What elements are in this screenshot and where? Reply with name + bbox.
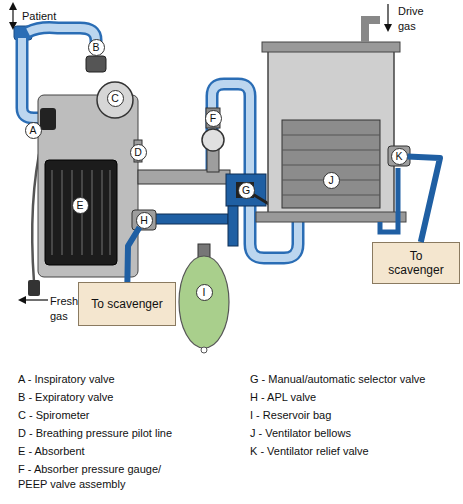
callout-letter: A [29,125,36,136]
callout-circle: I [196,284,213,301]
reservoir-bag [179,244,229,353]
breathing-tube [28,28,96,49]
ventilator-housing [256,4,406,222]
callout-letter: H [140,215,148,226]
ventilator-housing [262,42,400,52]
key-entry: G - Manual/automatic selector valve [250,372,460,387]
fresh-gas-hose [28,280,40,296]
ventilator-housing [282,135,380,195]
patient-arrow [13,4,14,28]
absorber-housing [38,56,138,277]
ventilator-housing [365,20,380,42]
key-entry: F - Absorber pressure gauge/ PEEP valve … [18,462,183,492]
relief-valve-pipe [388,146,410,166]
relief-valve-pipe [380,146,410,232]
apl-valve-pipe [132,210,156,230]
pressure-gauge [202,129,224,151]
absorber-housing [45,160,117,265]
callout-circle: F [205,110,222,127]
reservoir-bag [179,256,229,348]
ventilator-housing [387,4,388,30]
ventilator-housing [256,212,406,222]
apl-valve-pipe [228,206,238,246]
key-entry: H - APL valve [250,390,460,405]
spirometer-dial [97,82,133,118]
scavenger-label: To scavenger [91,297,162,311]
selector-valve [236,182,254,198]
key-entry: B - Expiratory valve [18,390,238,405]
callout-letter: K [395,151,402,162]
breathing-tube [22,38,40,118]
absorber-housing [86,56,106,72]
callout-circle: A [25,122,42,139]
callout-letter: G [242,185,250,196]
callout-letter: F [210,113,216,124]
relief-valve-pipe [380,168,398,232]
callout-letter: J [328,175,333,186]
flow-label: Drive gas [398,4,442,34]
scavenger-tube [127,227,139,282]
callout-circle: K [391,148,408,165]
callout-letter: E [76,200,83,211]
fresh-gas-hose [20,299,48,300]
key-entry: C - Spirometer [18,408,238,423]
callout-circle: H [136,212,153,229]
callout-circle: B [88,39,105,56]
callout-circle: E [72,197,89,214]
selector-valve [226,174,266,206]
absorber-housing [40,108,56,130]
key-entry: E - Absorbent [18,444,238,459]
ventilator-housing [268,48,394,214]
absorber-housing [38,95,138,277]
callout-letter: B [92,42,99,53]
ventilator-housing [282,120,380,208]
key-entry: J - Ventilator bellows [250,426,460,441]
spirometer-dial [97,82,133,118]
callout-circle: C [107,90,124,107]
key-entry: D - Breathing pressure pilot line [18,426,238,441]
key-entry: I - Reservoir bag [250,408,460,423]
reservoir-bag [201,347,207,353]
scavenger-label: To scavenger [385,249,447,278]
absorber-housing [52,170,110,255]
callout-circle: G [238,182,255,199]
callout-circle: J [323,172,340,189]
callout-letter: C [111,93,119,104]
breathing-tube [28,28,96,49]
key-entry: K - Ventilator relief valve [250,444,460,459]
callout-letter: I [203,287,206,298]
flow-label: Fresh gas [50,294,90,324]
flow-label: Patient [22,9,82,24]
key-entry: A - Inspiratory valve [18,372,238,387]
pressure-gauge [202,108,224,172]
scavenger-tube [407,156,440,242]
scavenger-box: To scavenger [78,282,176,326]
callout-letter: D [134,147,142,158]
callout-circle: D [130,144,147,161]
apl-valve-pipe [132,206,238,246]
breathing-tube [22,38,40,118]
scavenger-box: To scavenger [372,242,460,284]
patient-arrow [12,4,13,28]
apl-valve-pipe [150,214,228,224]
